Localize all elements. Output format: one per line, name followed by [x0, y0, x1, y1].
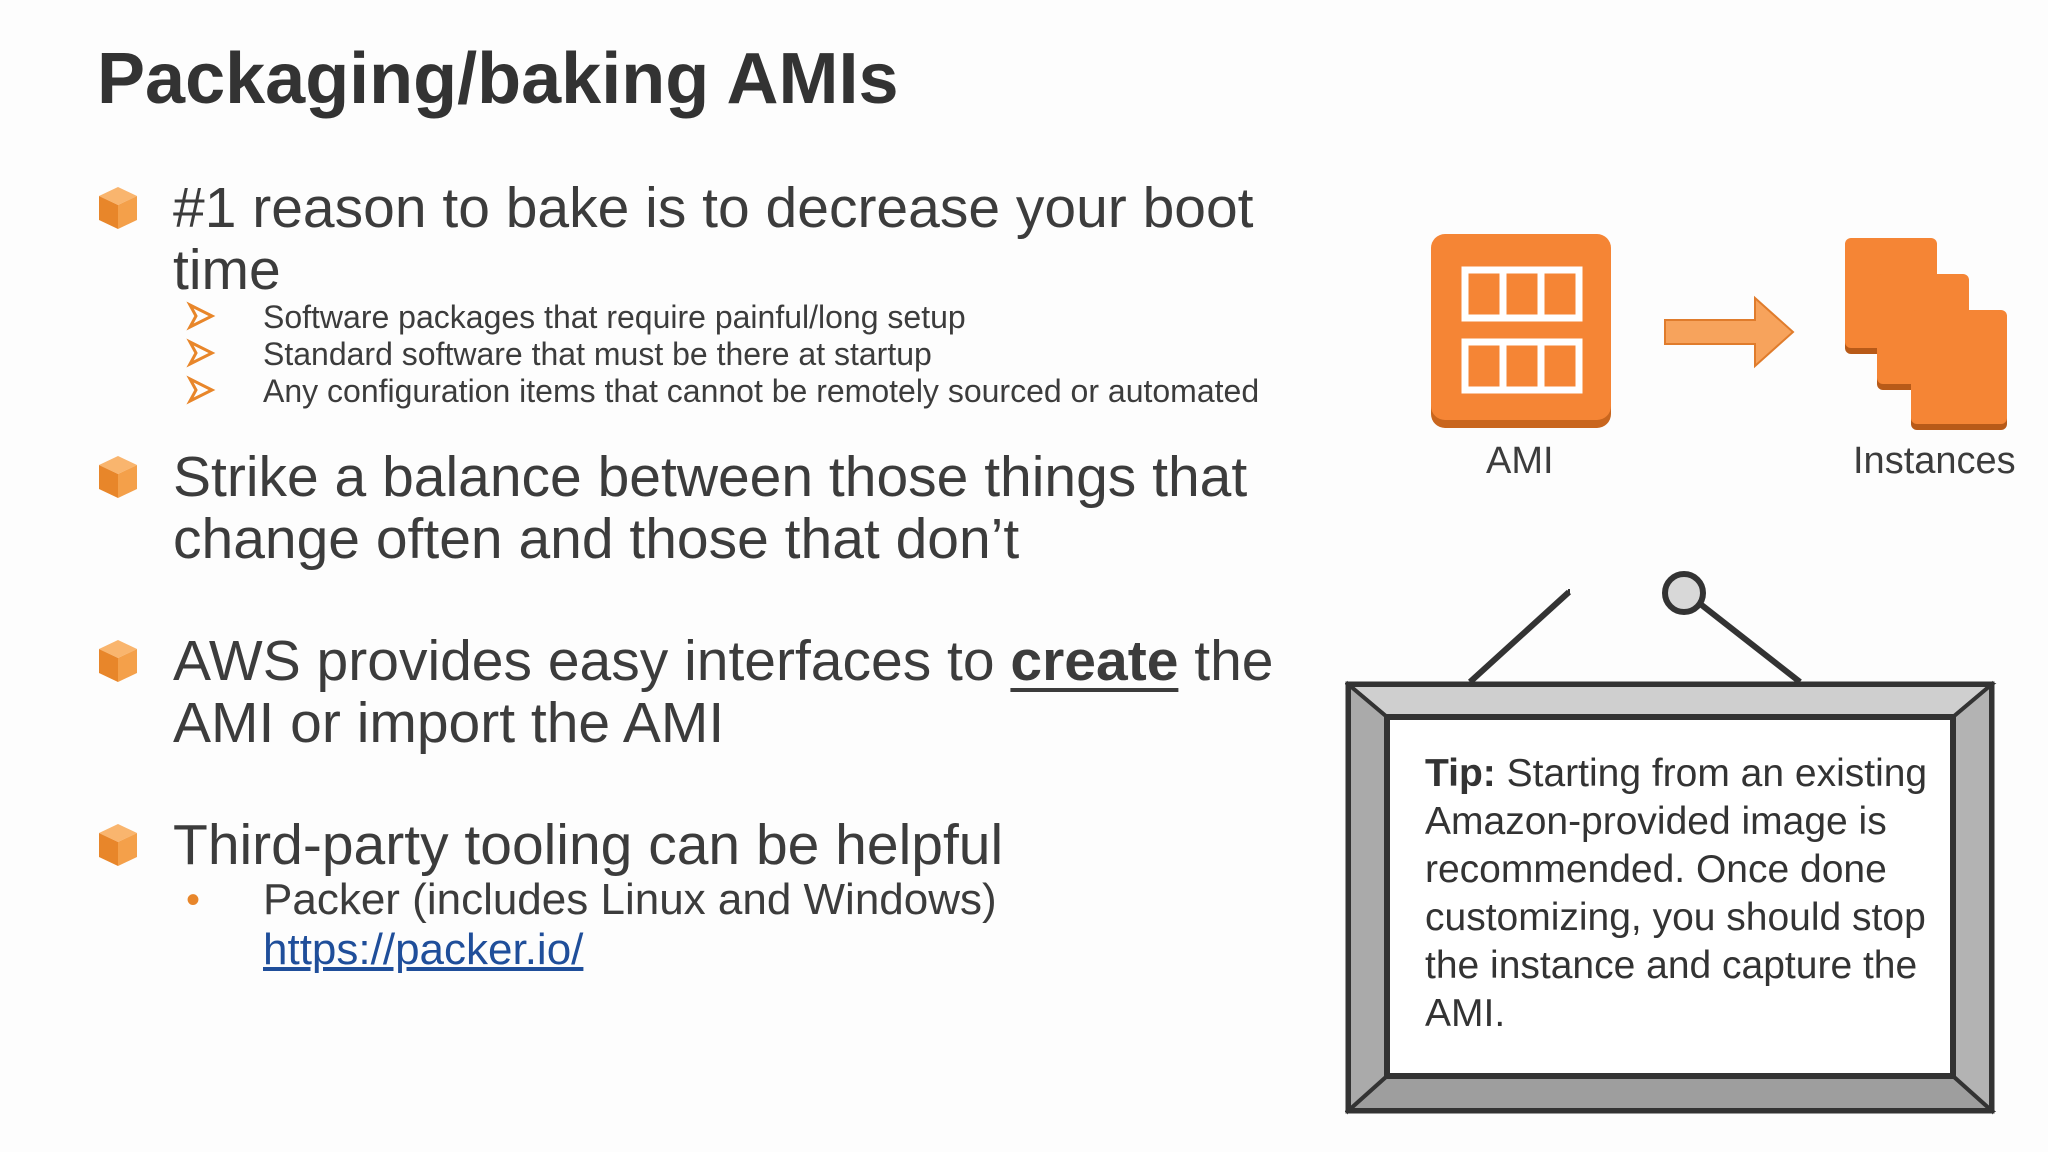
bullet-3-pre: AWS provides easy interfaces to: [173, 629, 1011, 693]
bullet-3-line2: AMI or import the AMI: [173, 691, 725, 755]
tip-body: Starting from an existing Amazon-provide…: [1425, 752, 1928, 1035]
bullet-1-line2: time: [173, 238, 281, 302]
slide-title: Packaging/baking AMIs: [97, 39, 899, 119]
ami-label: AMI: [1486, 440, 1554, 482]
cube-icon: [99, 824, 137, 866]
ami-icon: [1431, 234, 1611, 428]
bullet-2-line2: change often and those that don’t: [173, 507, 1020, 571]
bullet-3-post: the: [1178, 629, 1274, 693]
sub-bullet-3-text: Any configuration items that cannot be r…: [263, 373, 1260, 409]
cube-icon: [99, 640, 137, 682]
hanging-nail: [1662, 571, 1706, 615]
instances-label: Instances: [1853, 440, 2016, 482]
picture-frame: [1345, 571, 1997, 1115]
right-arrow-icon: [1664, 295, 1795, 369]
tip-label: Tip:: [1425, 752, 1496, 795]
ami-diagram: [1431, 234, 2007, 430]
bullet-1-line1: #1 reason to bake is to decrease your bo…: [173, 176, 1254, 240]
arrow-bullet-icon: [186, 375, 216, 405]
sub-bullet-1-text: Software packages that require painful/l…: [263, 299, 966, 335]
cube-icon: [99, 456, 137, 498]
bullet-3-emphasis: create: [1010, 629, 1179, 693]
packer-link[interactable]: https://packer.io/: [263, 925, 584, 974]
bullet-2-line1: Strike a balance between those things th…: [173, 445, 1248, 509]
arrow-bullet-icon: [186, 301, 216, 331]
packer-text: Packer (includes Linux and Windows): [263, 875, 997, 924]
sub-bullet-2-text: Standard software that must be there at …: [263, 336, 932, 372]
bullet-4-line1: Third-party tooling can be helpful: [173, 813, 1004, 877]
tip-text: Tip: Starting from an existing Amazon-pr…: [1425, 750, 1955, 1038]
instances-icon: [1845, 238, 2007, 430]
bullet-3-line1: AWS provides easy interfaces to create t…: [173, 630, 1273, 692]
arrow-bullet-icon: [186, 338, 216, 368]
cube-icon: [99, 187, 137, 229]
round-bullet: •: [186, 878, 201, 922]
